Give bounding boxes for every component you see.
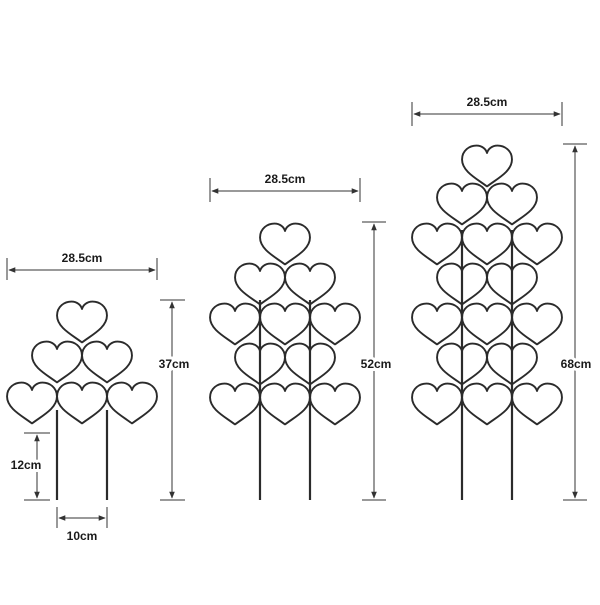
large-height-dimension: 68cm	[558, 143, 594, 501]
medium-width-label: 28.5cm	[265, 172, 306, 186]
heart-icon	[511, 302, 563, 346]
heart-icon	[259, 302, 311, 346]
heart-icon	[411, 382, 463, 426]
heart-icon	[461, 222, 513, 266]
heart-icon	[56, 381, 108, 425]
heart-icon	[56, 300, 108, 344]
heart-icon	[6, 381, 58, 425]
medium-height-dimension: 52cm	[358, 221, 394, 501]
small-stake-dimension: 12cm	[8, 432, 50, 501]
heart-icon	[511, 382, 563, 426]
heart-icon	[259, 382, 311, 426]
trellis-medium	[209, 222, 361, 500]
heart-icon	[461, 144, 513, 188]
small-stake-label: 12cm	[11, 458, 42, 472]
heart-icon	[31, 340, 83, 384]
heart-icon	[209, 382, 261, 426]
heart-icon	[461, 302, 513, 346]
trellis-small	[6, 300, 158, 500]
large-height-label: 68cm	[561, 357, 592, 371]
medium-width-dimension: 28.5cm	[209, 172, 361, 202]
small-width-dimension: 28.5cm	[6, 251, 158, 280]
small-spacing-label: 10cm	[67, 529, 98, 543]
small-height-label: 37cm	[159, 357, 190, 371]
large-width-label: 28.5cm	[467, 95, 508, 109]
trellis-large	[411, 144, 563, 500]
medium-height-label: 52cm	[361, 357, 392, 371]
large-width-dimension: 28.5cm	[411, 95, 563, 126]
heart-icon	[106, 381, 158, 425]
heart-icon	[436, 182, 488, 226]
heart-icon	[309, 382, 361, 426]
heart-icon	[486, 182, 538, 226]
heart-icon	[284, 262, 336, 306]
small-spacing-dimension: 10cm	[56, 507, 108, 543]
heart-icon	[234, 262, 286, 306]
heart-icon	[209, 302, 261, 346]
heart-icon	[511, 222, 563, 266]
small-height-dimension: 37cm	[156, 299, 192, 501]
heart-icon	[411, 302, 463, 346]
heart-icon	[259, 222, 311, 266]
small-width-label: 28.5cm	[62, 251, 103, 265]
heart-icon	[81, 340, 133, 384]
heart-icon	[461, 382, 513, 426]
heart-icon	[411, 222, 463, 266]
heart-icon	[309, 302, 361, 346]
